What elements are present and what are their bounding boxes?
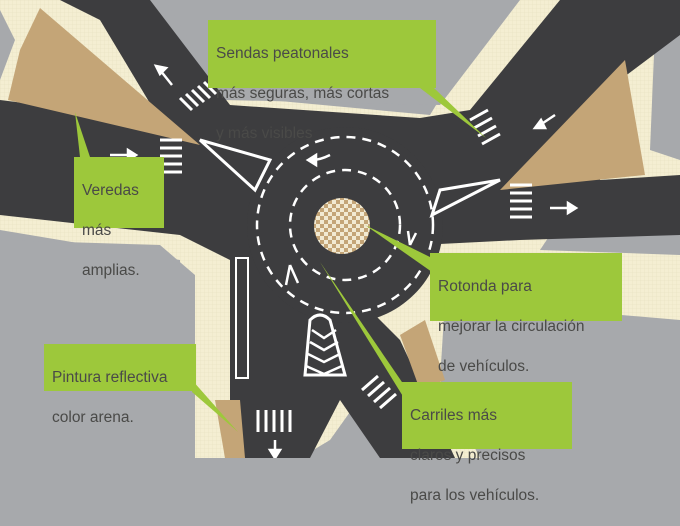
callout-text: claros y precisos [410,447,526,464]
callout-pointers [75,88,486,432]
callout-text: más [82,222,112,239]
callout-sidewalks: Veredas más amplias. [74,157,164,279]
callout-text: amplias. [82,262,140,279]
callout-text: Pintura reflectiva [52,369,168,386]
roundabout [255,135,435,315]
crosswalks [160,80,532,432]
callout-crosswalks: Sendas peatonales más seguras, más corta… [208,20,436,142]
roundabout-center-island [314,198,370,254]
callout-text: Sendas peatonales [216,45,349,62]
sand-paint-areas [8,8,645,458]
callout-text: Veredas [82,182,139,199]
callout-text: mejorar la circulación [438,318,585,335]
callout-text: de vehículos. [438,358,530,375]
callout-text: más seguras, más cortas [216,85,390,102]
callout-text: y más visibles [216,125,313,142]
intersection-illustration [0,0,680,458]
traffic-islands [198,138,501,379]
callout-text: color arena. [52,409,134,426]
callout-lanes: Carriles más claros y precisos para los … [402,382,572,504]
lane-arrows [110,64,579,458]
callout-text: para los vehículos. [410,487,540,504]
callout-roundabout: Rotonda para mejorar la circulación de v… [430,253,622,375]
callout-text: Rotonda para [438,278,532,295]
callout-text: Carriles más [410,407,497,424]
callout-paint: Pintura reflectiva color arena. [44,344,196,426]
